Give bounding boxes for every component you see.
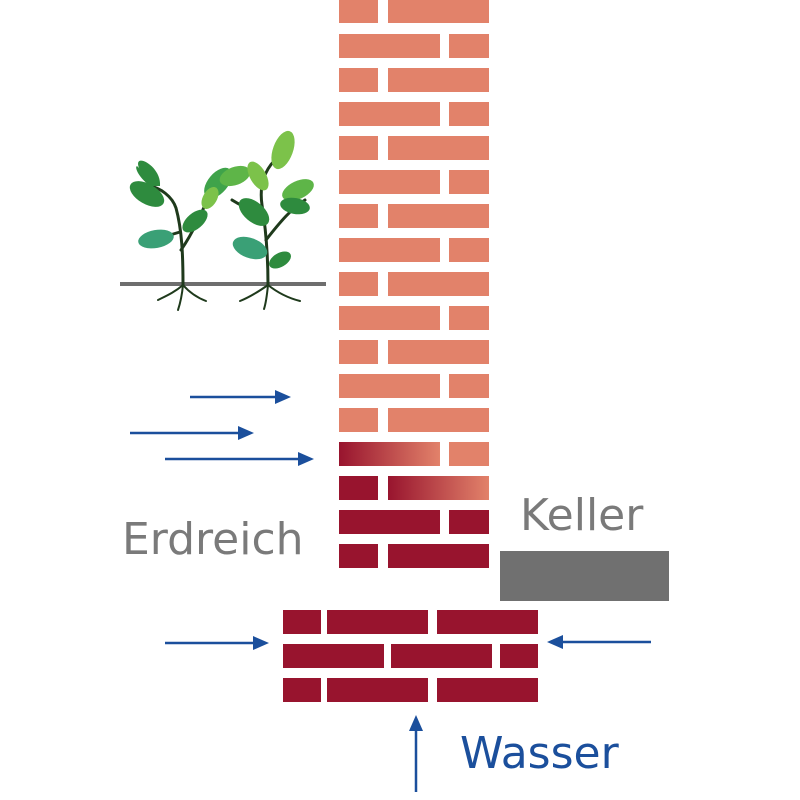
cellar-floor (500, 551, 669, 601)
wet-brick (339, 544, 378, 568)
wet-brick (339, 476, 378, 500)
label-water: Wasser (460, 728, 619, 779)
arrow-right-icon (130, 426, 254, 440)
foundation-brick (391, 644, 492, 668)
dry-brick (388, 68, 489, 92)
plant-icon (129, 130, 314, 311)
foundation-brick (327, 678, 428, 702)
dry-brick (388, 340, 489, 364)
dry-brick (449, 306, 489, 330)
dry-brick (388, 204, 489, 228)
dry-brick (449, 34, 489, 58)
dry-brick (449, 374, 489, 398)
dry-brick (388, 272, 489, 296)
dry-brick (339, 102, 440, 126)
dry-brick (449, 238, 489, 262)
foundation-brick (283, 644, 384, 668)
dry-brick (339, 170, 440, 194)
dry-brick (388, 0, 489, 23)
foundation-brick (327, 610, 428, 634)
dry-brick (339, 306, 440, 330)
wet-brick (388, 544, 489, 568)
dry-brick (339, 340, 378, 364)
dry-brick (388, 408, 489, 432)
label-cellar: Keller (520, 490, 644, 541)
foundation-brick (283, 610, 321, 634)
arrow-right-icon (190, 390, 291, 404)
arrow-right-icon (165, 452, 314, 466)
dry-brick (339, 136, 378, 160)
brick-wall (339, 0, 489, 568)
dry-brick (449, 102, 489, 126)
wet-brick (449, 510, 489, 534)
dry-brick (339, 408, 378, 432)
wet-brick (339, 510, 440, 534)
dry-brick (339, 68, 378, 92)
dry-brick (388, 136, 489, 160)
dry-brick (339, 374, 440, 398)
dry-brick (339, 0, 378, 23)
foundation-brick (437, 610, 538, 634)
label-soil: Erdreich (122, 514, 304, 565)
dry-brick (339, 34, 440, 58)
foundation-brick (500, 644, 538, 668)
dry-brick (339, 238, 440, 262)
dry-brick (339, 204, 378, 228)
foundation (283, 610, 538, 702)
foundation-brick (283, 678, 321, 702)
dry-brick (339, 272, 378, 296)
arrow-up-icon (409, 715, 423, 792)
damp-brick (339, 442, 440, 466)
foundation-brick (437, 678, 538, 702)
arrow-right-icon (165, 636, 269, 650)
dry-brick (449, 170, 489, 194)
arrow-left-icon (547, 635, 651, 649)
dry-brick (449, 442, 489, 466)
damp-brick (388, 476, 489, 500)
ground-line (120, 282, 326, 286)
